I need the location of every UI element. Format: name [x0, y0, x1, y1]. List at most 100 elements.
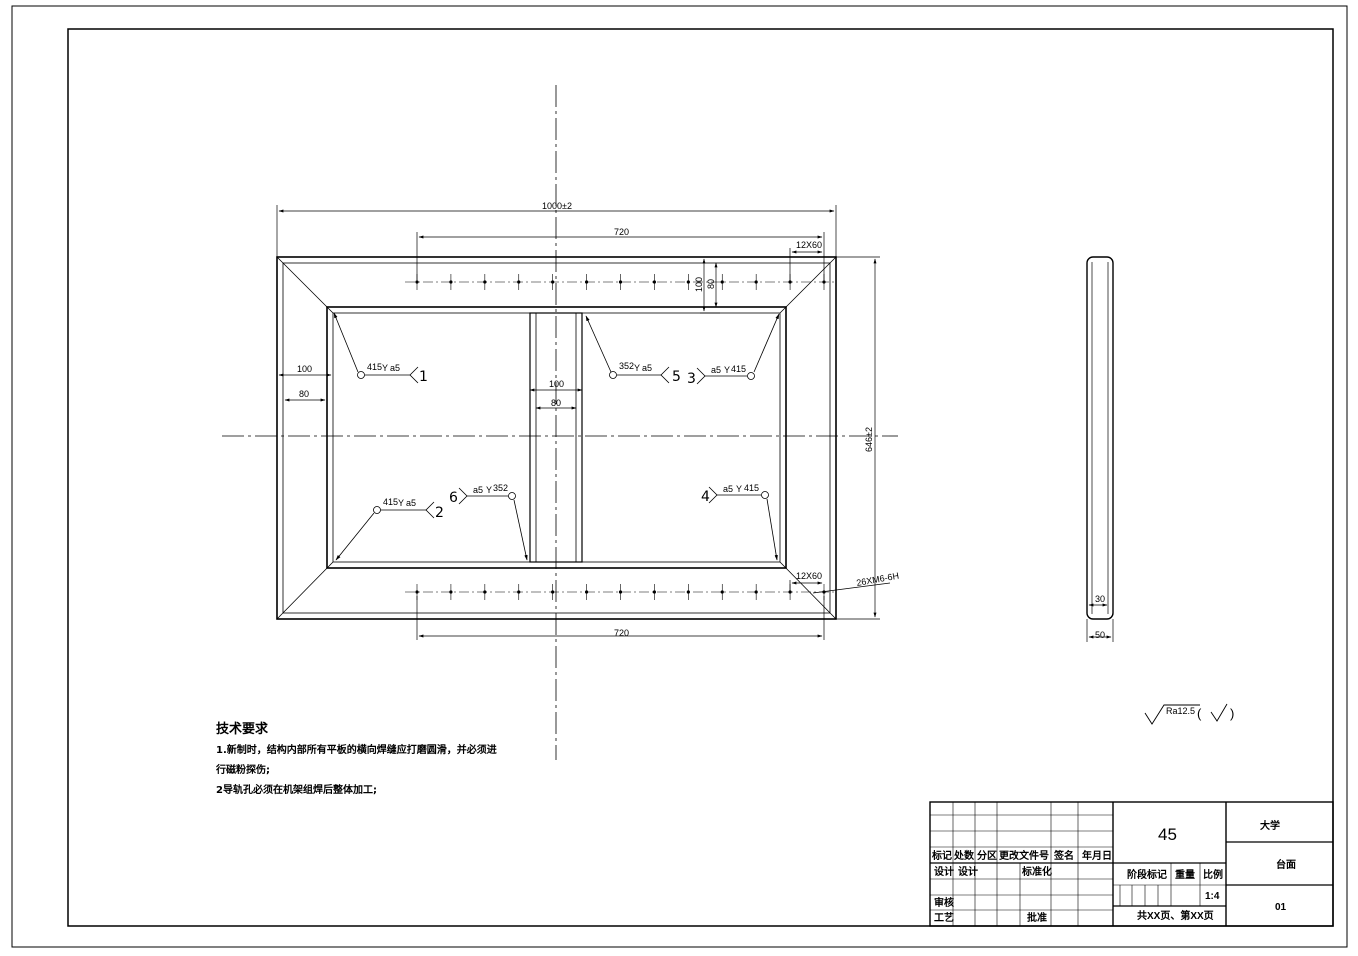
- dim-frame-100-top: 100: [694, 277, 704, 292]
- tb-drawing-no: 01: [1275, 902, 1287, 913]
- weld-6-size: 352: [493, 483, 508, 493]
- hole: [449, 280, 453, 284]
- dim-overall-height: 646±2: [864, 427, 874, 452]
- hole: [618, 280, 623, 284]
- hole: [584, 590, 589, 594]
- svg-text:Y: Y: [736, 484, 742, 494]
- weld-4-id: 4: [701, 489, 710, 505]
- hole: [449, 590, 453, 594]
- hole: [551, 280, 555, 284]
- hole: [517, 280, 521, 284]
- weld-2-label: 415 Y a5 2: [383, 497, 444, 521]
- svg-text:Y: Y: [382, 363, 388, 373]
- dim-frame-100-left: 100: [297, 364, 312, 374]
- svg-text:Y: Y: [398, 498, 404, 508]
- tb-process: 工艺: [934, 911, 954, 924]
- tb-design: 设计: [934, 865, 954, 878]
- weld-1-leg: a5: [390, 363, 400, 373]
- tb-scale-label: 比例: [1203, 868, 1223, 881]
- tb-mark: 标记: [931, 849, 952, 862]
- weld-4-leg: a5: [723, 484, 733, 494]
- svg-text:Y: Y: [634, 363, 640, 373]
- notes-line-1b: 行磁粉探伤;: [216, 765, 270, 776]
- hole: [754, 280, 758, 284]
- weld-5-id: 5: [672, 369, 681, 385]
- tb-weight: 重量: [1175, 868, 1195, 881]
- tb-sign: 签名: [1053, 849, 1074, 862]
- inner-border: [67, 28, 1334, 927]
- tb-school: 大学: [1260, 819, 1280, 832]
- roughness-value: Ra12.5: [1166, 706, 1195, 716]
- weld-6-id: 6: [449, 490, 458, 506]
- hole: [822, 280, 826, 284]
- dim-side-50: 50: [1095, 630, 1105, 640]
- tb-stage-mark: 阶段标记: [1127, 868, 1167, 881]
- tb-zone: 分区: [977, 849, 997, 862]
- tb-standard: 标准化: [1021, 865, 1052, 878]
- tb-scale: 1:4: [1205, 891, 1220, 902]
- weld-3-size: 415: [731, 364, 746, 374]
- roughness-symbol: [1144, 703, 1228, 725]
- weld-2-id: 2: [435, 505, 444, 521]
- hole: [517, 590, 521, 594]
- hole: [415, 590, 419, 594]
- hole: [415, 280, 419, 284]
- weld-1-id: 1: [419, 369, 428, 385]
- center-lines: [222, 85, 898, 760]
- weld-1-label: 415 Y a5 1: [367, 362, 428, 385]
- svg-text:Y: Y: [486, 485, 492, 495]
- weld-symbols: [333, 312, 780, 561]
- weld-5-label: 352 Y a5 5: [619, 361, 681, 385]
- tb-material: 45: [1158, 825, 1177, 844]
- hole: [483, 280, 487, 284]
- dim-hole-pitch-bottom: 12X60: [796, 571, 822, 581]
- dim-hole-span-bottom: 720: [614, 628, 629, 638]
- svg-text:Y: Y: [724, 365, 730, 375]
- tb-date: 年月日: [1082, 849, 1112, 862]
- tb-design-2: 设计: [958, 865, 978, 878]
- tb-doc: 更改文件号: [999, 849, 1049, 862]
- tb-pages: 共XX页、第XX页: [1137, 909, 1214, 922]
- outer-border: [11, 5, 1348, 948]
- weld-5-size: 352: [619, 361, 634, 371]
- roughness-paren-open: (: [1197, 706, 1202, 721]
- weld-4-label: 4 a5 Y 415: [701, 483, 759, 505]
- thread-note: 26XM6-6H: [856, 571, 900, 588]
- hole-row-bottom: [405, 584, 836, 600]
- tb-approve: 批准: [1027, 911, 1047, 924]
- dim-frame-80-top: 80: [706, 279, 716, 289]
- title-block: [929, 801, 1334, 927]
- hole: [618, 590, 623, 594]
- dim-frame-80-left: 80: [299, 389, 309, 399]
- hole: [551, 590, 555, 594]
- notes-line-2: 2导轨孔必须在机架组焊后整体加工;: [216, 785, 377, 796]
- hole: [754, 590, 758, 594]
- notes-title: 技术要求: [216, 722, 269, 737]
- weld-2-size: 415: [383, 497, 398, 507]
- technical-requirements: 技术要求 1.新制时，结构内部所有平板的横向焊缝应打磨圆滑，并必须进 行磁粉探伤…: [216, 718, 516, 801]
- weld-6-label: 6 a5 Y 352: [449, 483, 508, 506]
- weld-5-leg: a5: [642, 363, 652, 373]
- hole: [720, 280, 724, 284]
- notes-line-1: 1.新制时，结构内部所有平板的横向焊缝应打磨圆滑，并必须进: [216, 745, 497, 756]
- dim-hole-pitch-top: 12X60: [796, 240, 822, 250]
- hole-row-top: [405, 274, 836, 290]
- side-view: [1086, 256, 1114, 642]
- roughness-paren-close: ): [1230, 706, 1234, 721]
- hole: [483, 590, 487, 594]
- hole: [720, 590, 724, 594]
- hole: [686, 590, 690, 594]
- weld-4-size: 415: [744, 483, 759, 493]
- hole: [686, 280, 690, 284]
- dim-overall-width: 1000±2: [542, 201, 572, 211]
- tb-count: 处数: [953, 849, 975, 862]
- hole: [652, 280, 657, 284]
- hole: [652, 590, 657, 594]
- frame-plan-view: [276, 256, 837, 620]
- dim-frame-80-mid: 80: [551, 398, 561, 408]
- weld-1-size: 415: [367, 362, 382, 372]
- weld-3-id: 3: [687, 371, 696, 387]
- weld-3-leg: a5: [711, 365, 721, 375]
- dim-hole-span-top: 720: [614, 227, 629, 237]
